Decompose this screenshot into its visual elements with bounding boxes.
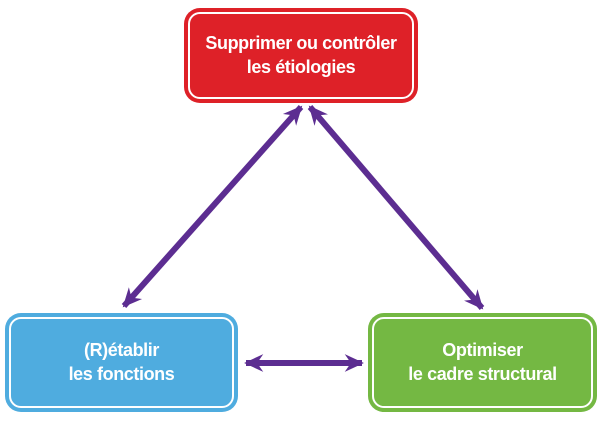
node-fonctions-line2: les fonctions <box>68 363 175 384</box>
node-fonctions: (R)établir les fonctions <box>5 313 238 412</box>
node-etiologies-line1: Supprimer ou contrôler <box>205 33 397 54</box>
arrow-etiologies-structural <box>307 105 485 310</box>
arrow-etiologies-fonctions <box>121 105 304 308</box>
node-etiologies: Supprimer ou contrôler les étiologies <box>184 8 418 103</box>
node-structural-line2: le cadre structural <box>408 363 557 384</box>
node-structural-label: Optimiser le cadre structural <box>372 317 593 408</box>
node-etiologies-line2: les étiologies <box>246 56 356 77</box>
node-structural-line1: Optimiser <box>442 340 523 361</box>
node-fonctions-label: (R)établir les fonctions <box>9 317 234 408</box>
node-structural: Optimiser le cadre structural <box>368 313 597 412</box>
node-fonctions-line1: (R)établir <box>83 340 159 361</box>
node-etiologies-label: Supprimer ou contrôler les étiologies <box>188 12 414 99</box>
